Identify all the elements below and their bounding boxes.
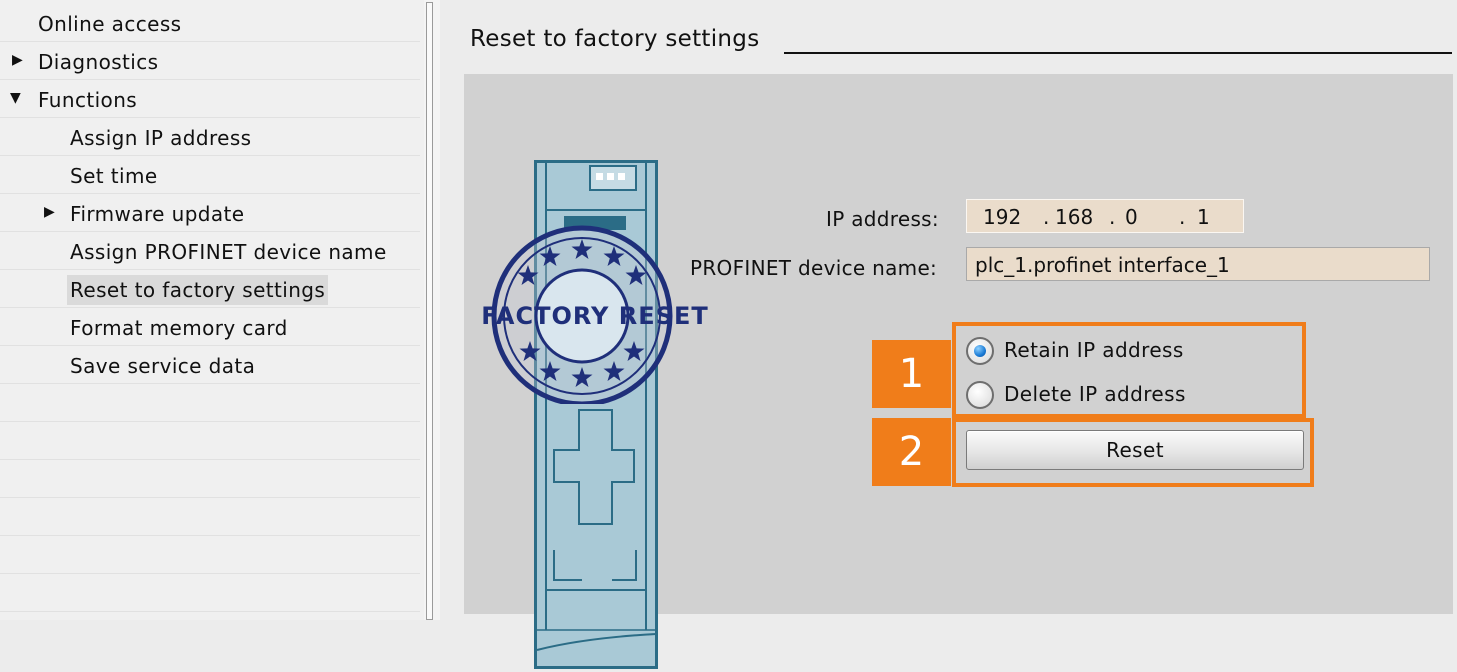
ip-octet-2: 168 (1055, 205, 1094, 229)
nav-item-label: Assign PROFINET device name (70, 240, 387, 264)
callout-2-frame (952, 418, 1314, 487)
nav-item-label: Functions (38, 88, 138, 112)
ip-dot: . (1043, 205, 1050, 229)
nav-item-label: Online access (38, 12, 182, 36)
nav-item-assign-ip-address[interactable]: Assign IP address (0, 117, 420, 156)
nav-item-set-time[interactable]: Set time (0, 155, 420, 194)
nav-empty-row (0, 573, 420, 612)
ip-octet-4: 1 (1197, 205, 1210, 229)
ip-address-field[interactable]: 192 . 168 . 0 . 1 (966, 199, 1244, 233)
retain-ip-label: Retain IP address (1004, 338, 1184, 362)
nav-item-online-access[interactable]: Online access (0, 3, 420, 42)
nav-item-functions[interactable]: ▼ Functions (0, 79, 420, 118)
nav-item-assign-profinet-device-name[interactable]: Assign PROFINET device name (0, 231, 420, 270)
reset-content-area: FACTORY RESET IP address: 192 . 168 . 0 … (464, 74, 1453, 669)
ip-address-label: IP address: (826, 207, 939, 231)
collapse-arrow-icon[interactable]: ▼ (10, 90, 22, 106)
radio-button-icon[interactable] (966, 337, 994, 365)
delete-ip-label: Delete IP address (1004, 382, 1186, 406)
nav-item-format-memory-card[interactable]: Format memory card (0, 307, 420, 346)
callout-1-frame (952, 322, 1306, 418)
nav-item-label: Format memory card (70, 316, 288, 340)
callout-2-badge: 2 (872, 418, 951, 486)
splitter-handle[interactable] (426, 2, 433, 620)
nav-empty-row (0, 421, 420, 460)
callout-1-badge: 1 (872, 340, 951, 408)
panel-splitter[interactable] (424, 0, 440, 620)
profinet-device-name-label: PROFINET device name: (690, 256, 938, 280)
nav-item-reset-to-factory-settings[interactable]: Reset to factory settings (0, 269, 420, 308)
nav-item-firmware-update[interactable]: ▶ Firmware update (0, 193, 420, 232)
ip-dot: . (1179, 205, 1186, 229)
nav-item-label: Set time (70, 164, 158, 188)
ip-octet-1: 192 (983, 205, 1022, 229)
radio-selected-dot (974, 345, 986, 357)
nav-item-label: Save service data (70, 354, 256, 378)
nav-empty-row (0, 459, 420, 498)
radio-button-icon[interactable] (966, 381, 994, 409)
section-title: Reset to factory settings (470, 26, 760, 52)
nav-item-label: Reset to factory settings (67, 275, 329, 305)
nav-empty-row (0, 535, 420, 574)
expand-arrow-icon[interactable]: ▶ (12, 52, 24, 68)
factory-reset-stamp-icon (491, 225, 673, 404)
nav-empty-row (0, 497, 420, 536)
profinet-device-name-field[interactable]: plc_1.profinet interface_1 (966, 247, 1430, 281)
ip-dot: . (1109, 205, 1116, 229)
nav-item-label: Assign IP address (70, 126, 252, 150)
reset-button[interactable]: Reset (966, 430, 1304, 470)
nav-item-label: Diagnostics (38, 50, 159, 74)
ip-octet-3: 0 (1125, 205, 1138, 229)
main-panel: Reset to factory settings (440, 0, 1457, 669)
nav-empty-row (0, 383, 420, 422)
section-divider (784, 52, 1452, 54)
nav-item-diagnostics[interactable]: ▶ Diagnostics (0, 41, 420, 80)
navigation-tree: Online access ▶ Diagnostics ▼ Functions … (0, 0, 424, 620)
stamp-text: FACTORY RESET (481, 302, 709, 330)
expand-arrow-icon[interactable]: ▶ (44, 204, 56, 220)
nav-item-label: Firmware update (70, 202, 245, 226)
nav-item-save-service-data[interactable]: Save service data (0, 345, 420, 384)
